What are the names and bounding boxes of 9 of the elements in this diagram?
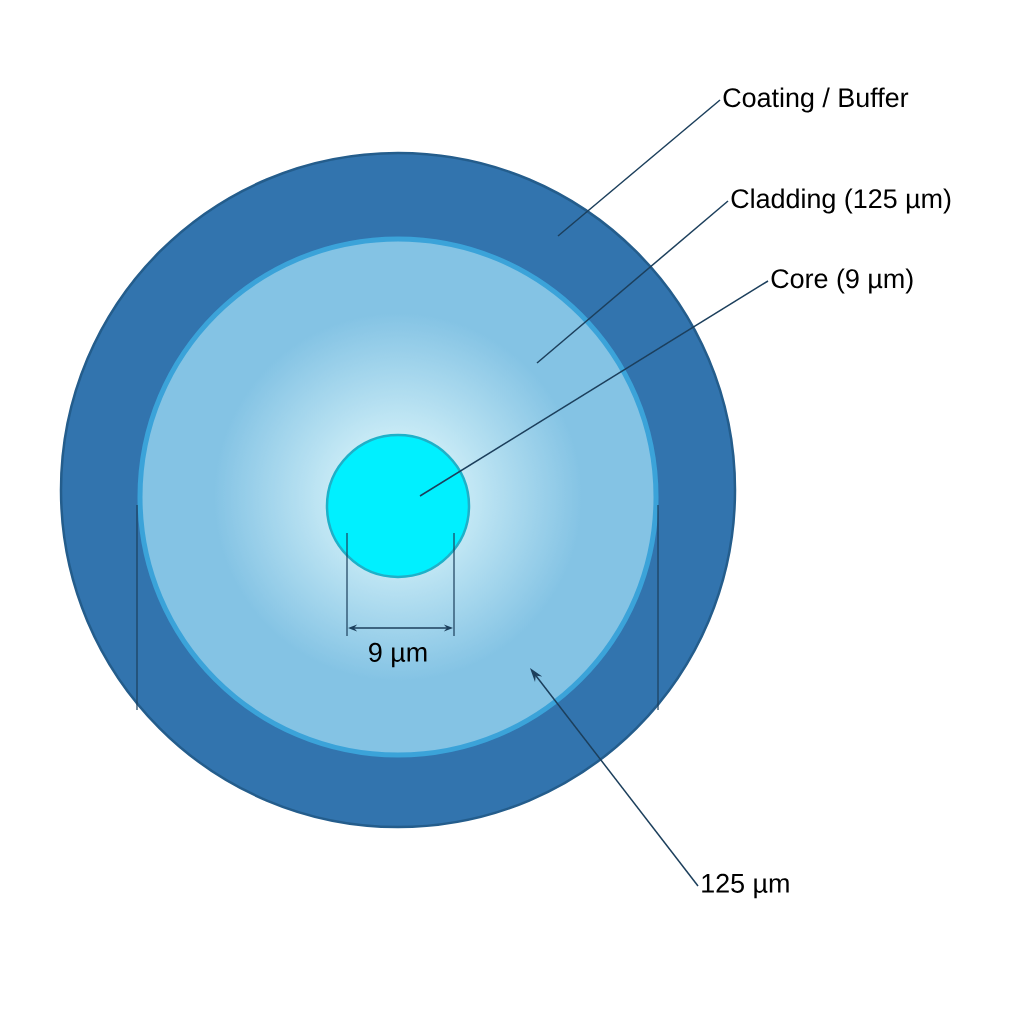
leader-line — [557, 99, 721, 237]
callout-text: Core (9 µm) — [771, 268, 913, 294]
core-circle — [325, 433, 471, 579]
callout-text: Coating / Buffer — [723, 87, 909, 113]
dimension-label: 9 µm — [369, 642, 427, 668]
leader-line — [419, 280, 769, 497]
callout-text: 125 µm — [702, 873, 789, 899]
leader-line — [536, 200, 729, 364]
callout-text: Cladding (125 µm) — [731, 188, 951, 214]
